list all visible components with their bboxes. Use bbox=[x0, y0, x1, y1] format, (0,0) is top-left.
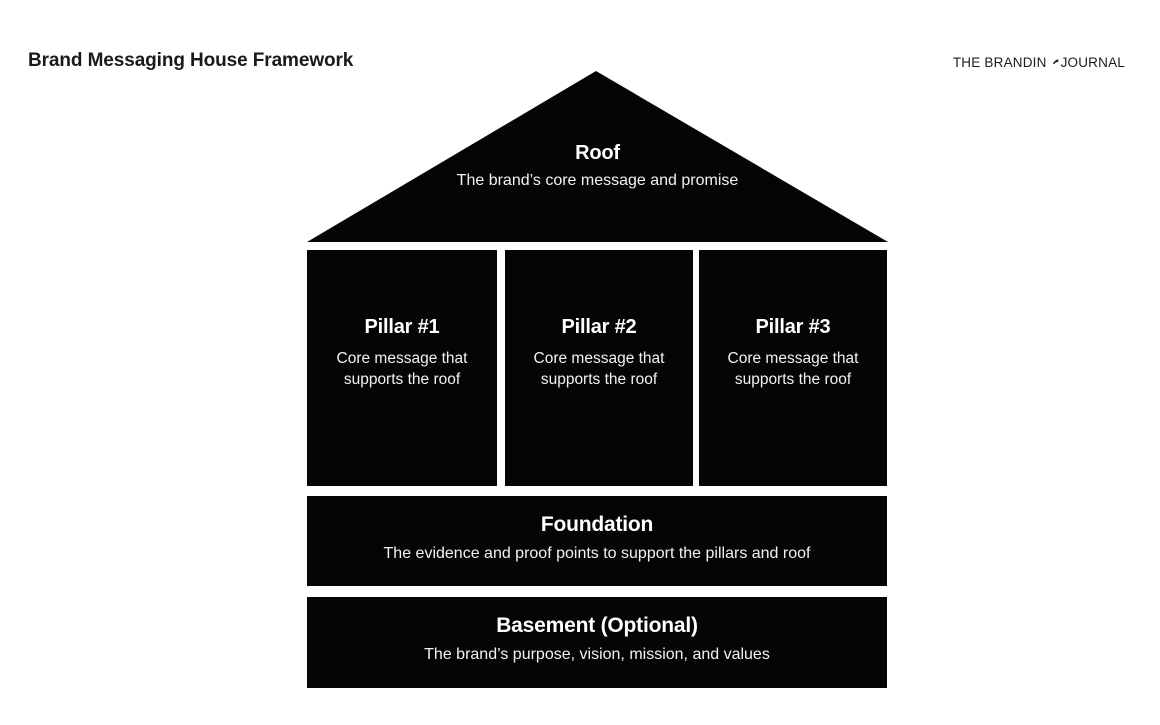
page-title: Brand Messaging House Framework bbox=[28, 50, 354, 71]
foundation-text-group: Foundation The evidence and proof points… bbox=[307, 512, 887, 565]
foundation-heading: Foundation bbox=[540, 513, 654, 536]
basement-subtext: The brand’s purpose, vision, mission, an… bbox=[424, 646, 770, 663]
pillar-3-subtext: Core message that supports the roof bbox=[727, 350, 859, 388]
pillar-1-subtext: Core message that supports the roof bbox=[336, 350, 468, 388]
basement-heading: Basement (Optional) bbox=[496, 614, 698, 637]
basement-section: Basement (Optional) The brand’s purpose,… bbox=[307, 597, 887, 688]
pillar-2-heading: Pillar #2 bbox=[561, 316, 637, 338]
g-arrow-icon bbox=[1047, 57, 1060, 70]
pillar-3-heading: Pillar #3 bbox=[755, 316, 831, 338]
pillar-1-text-group: Pillar #1 Core message that supports the… bbox=[307, 314, 497, 390]
pillar-3: Pillar #3 Core message that supports the… bbox=[699, 250, 887, 486]
roof-text-group: Roof The brand’s core message and promis… bbox=[305, 140, 890, 192]
pillar-1-heading: Pillar #1 bbox=[364, 316, 440, 338]
foundation-subtext: The evidence and proof points to support… bbox=[383, 545, 811, 562]
pillar-3-text-group: Pillar #3 Core message that supports the… bbox=[699, 314, 887, 390]
brand-logo-text-start: THE BRANDIN bbox=[952, 55, 1047, 70]
pillar-1: Pillar #1 Core message that supports the… bbox=[307, 250, 497, 486]
roof-triangle-shape bbox=[307, 71, 888, 242]
roof-subtext: The brand’s core message and promise bbox=[456, 172, 739, 189]
pillar-2-subtext: Core message that supports the roof bbox=[533, 350, 665, 388]
pillar-2-text-group: Pillar #2 Core message that supports the… bbox=[505, 314, 693, 390]
pillar-2: Pillar #2 Core message that supports the… bbox=[505, 250, 693, 486]
foundation-section: Foundation The evidence and proof points… bbox=[307, 496, 887, 586]
roof-section: Roof The brand’s core message and promis… bbox=[305, 68, 890, 244]
roof-heading: Roof bbox=[575, 142, 620, 164]
basement-text-group: Basement (Optional) The brand’s purpose,… bbox=[307, 613, 887, 666]
brand-logo: THE BRANDIN JOURNAL bbox=[953, 55, 1125, 70]
brand-logo-text-end: JOURNAL bbox=[1060, 55, 1125, 70]
